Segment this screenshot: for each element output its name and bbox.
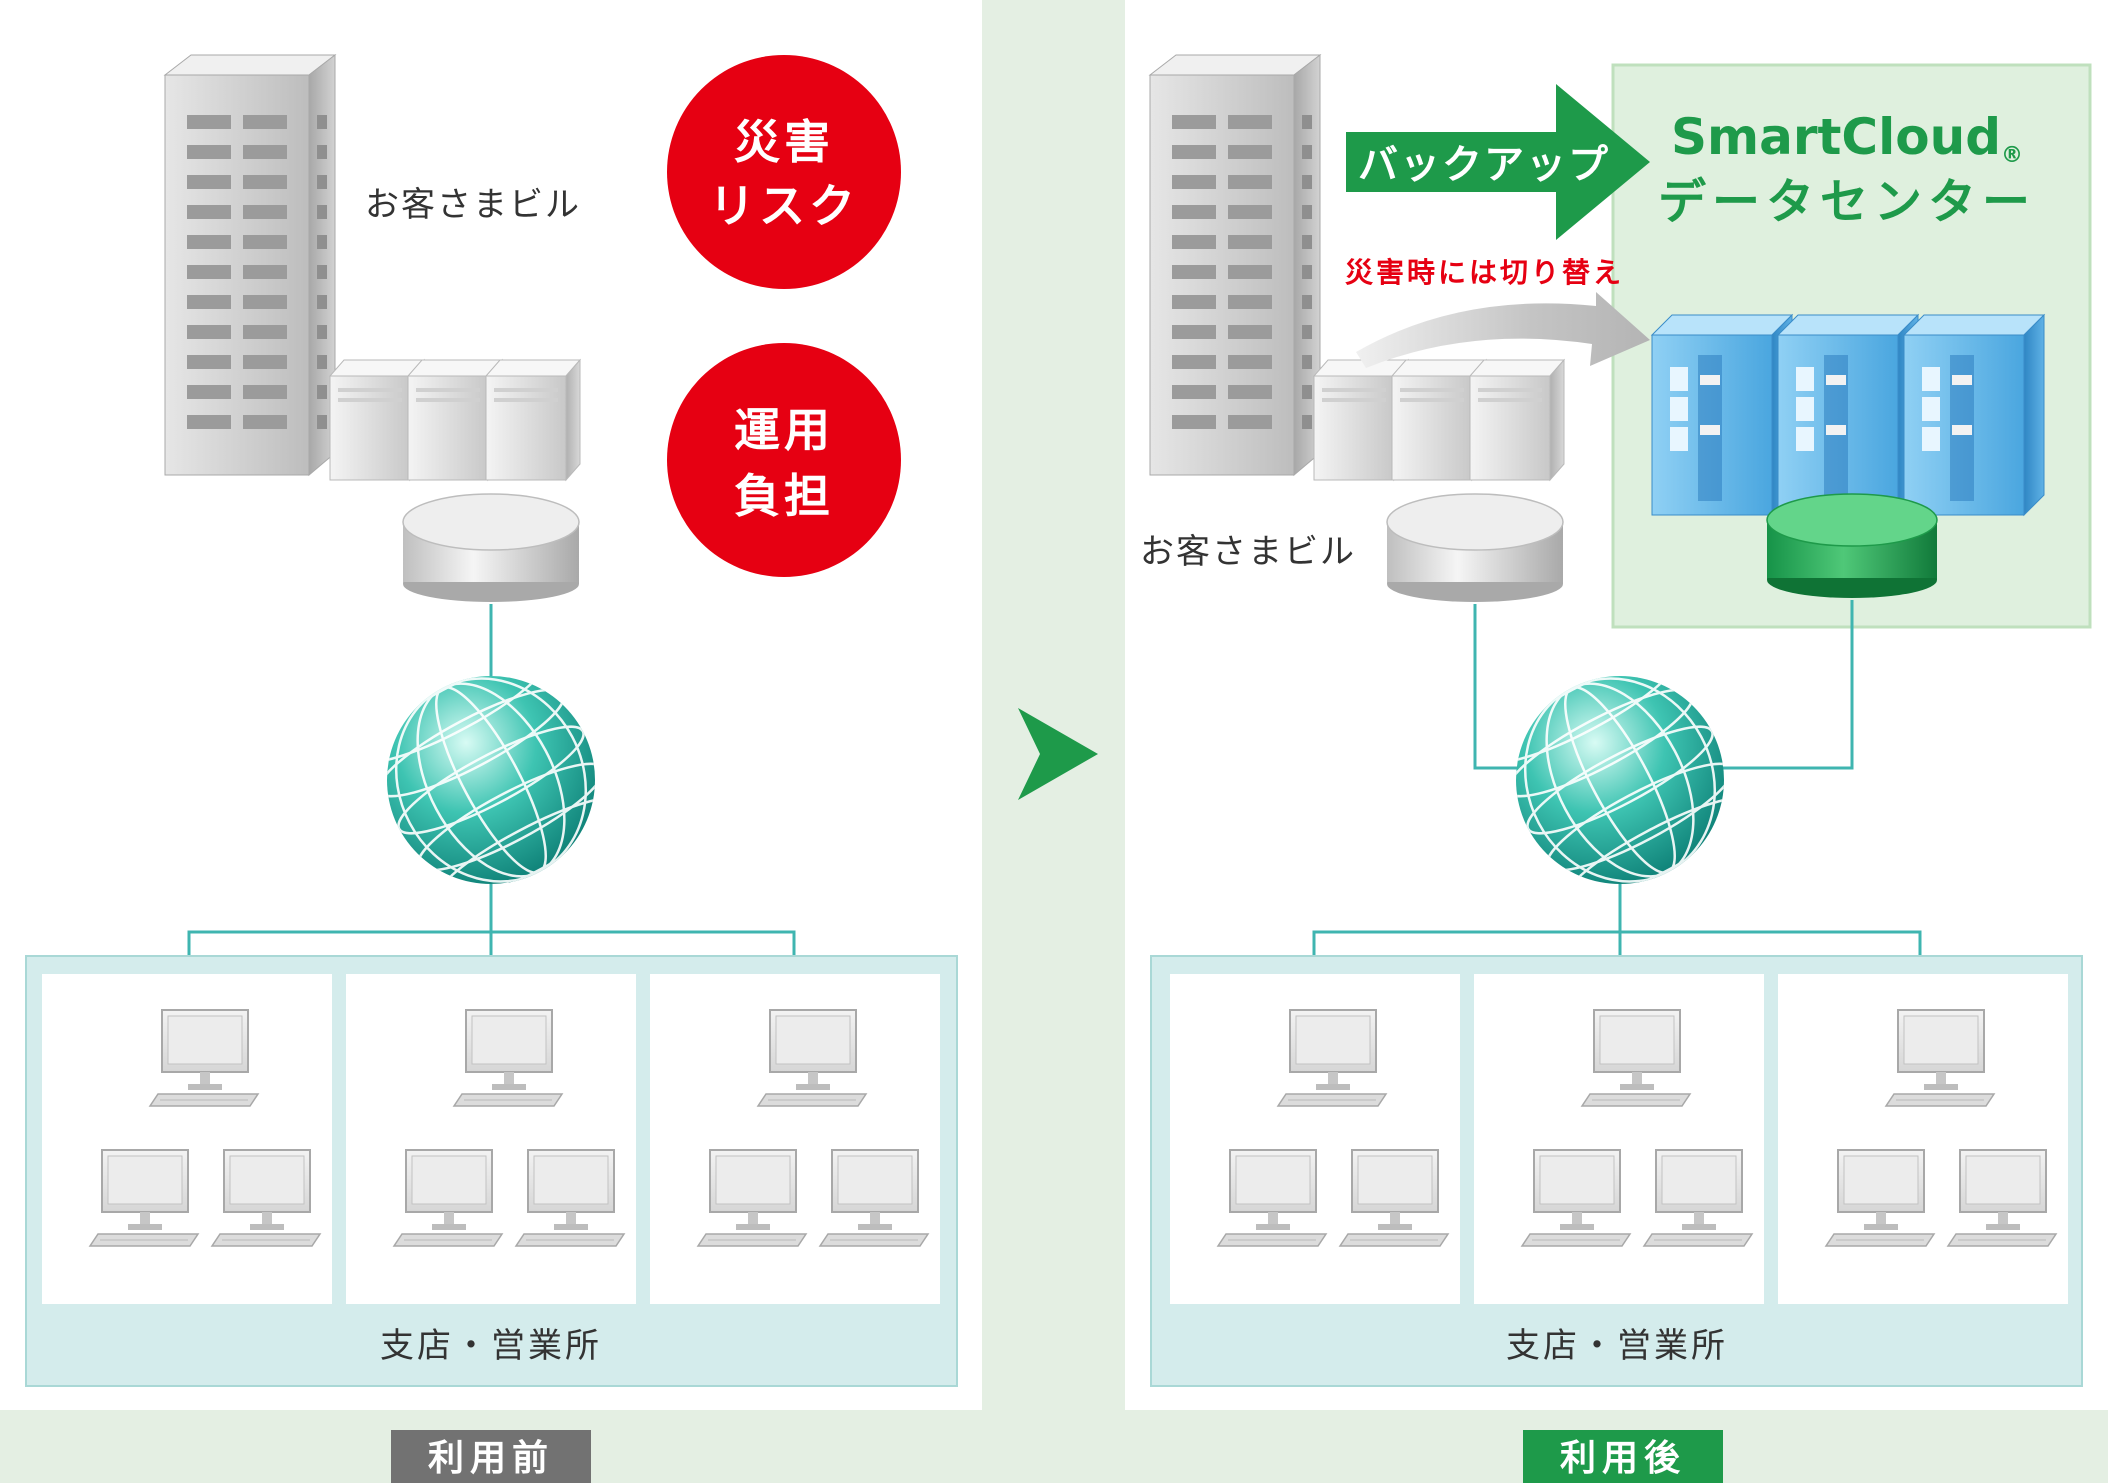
backup-arrow-icon bbox=[1346, 84, 1650, 240]
server-cluster-icon-after bbox=[1313, 359, 1565, 481]
brand-name: SmartCloud bbox=[1671, 108, 2001, 166]
disaster-switch-arrow-icon bbox=[1356, 292, 1650, 368]
transition-arrow-icon bbox=[1018, 708, 1098, 800]
customer-building-icon-after bbox=[1148, 53, 1322, 477]
cloud-storage-disk-icon bbox=[1766, 493, 1938, 598]
storage-disk-icon-after bbox=[1386, 493, 1564, 602]
operation-burden-label-line2: 負担 bbox=[734, 469, 834, 523]
customer-building-icon bbox=[163, 53, 337, 477]
customer-building-label: お客さまビル bbox=[365, 185, 581, 225]
storage-disk-icon bbox=[402, 493, 580, 602]
disaster-switch-label: 災害時には切り替え bbox=[1345, 256, 1624, 289]
operation-burden-label-line1: 運用 bbox=[734, 403, 834, 457]
customer-building-label-after: お客さまビル bbox=[1140, 532, 1356, 572]
data-center-name: データセンター bbox=[1658, 174, 2036, 230]
cloud-server-cluster-icon bbox=[1651, 314, 2045, 516]
after-tag bbox=[1523, 1430, 1723, 1483]
internet-globe-icon bbox=[387, 676, 595, 884]
disaster-risk-badge bbox=[667, 55, 901, 289]
operation-burden-badge bbox=[667, 343, 901, 577]
disaster-risk-label-line1: 災害 bbox=[734, 115, 834, 169]
server-cluster-icon bbox=[329, 359, 581, 481]
before-branch-label: 支店・営業所 bbox=[380, 1326, 602, 1366]
after-tag-label: 利用後 bbox=[1560, 1438, 1686, 1479]
after-branch-label: 支店・営業所 bbox=[1506, 1326, 1728, 1366]
data-center-title: SmartCloud® bbox=[1671, 108, 2023, 168]
registered-mark: ® bbox=[2001, 143, 2023, 168]
disaster-risk-label-line2: リスク bbox=[709, 179, 859, 233]
before-tag bbox=[391, 1430, 591, 1483]
backup-label: バックアップ bbox=[1358, 142, 1610, 188]
before-tag-label: 利用前 bbox=[428, 1438, 554, 1479]
